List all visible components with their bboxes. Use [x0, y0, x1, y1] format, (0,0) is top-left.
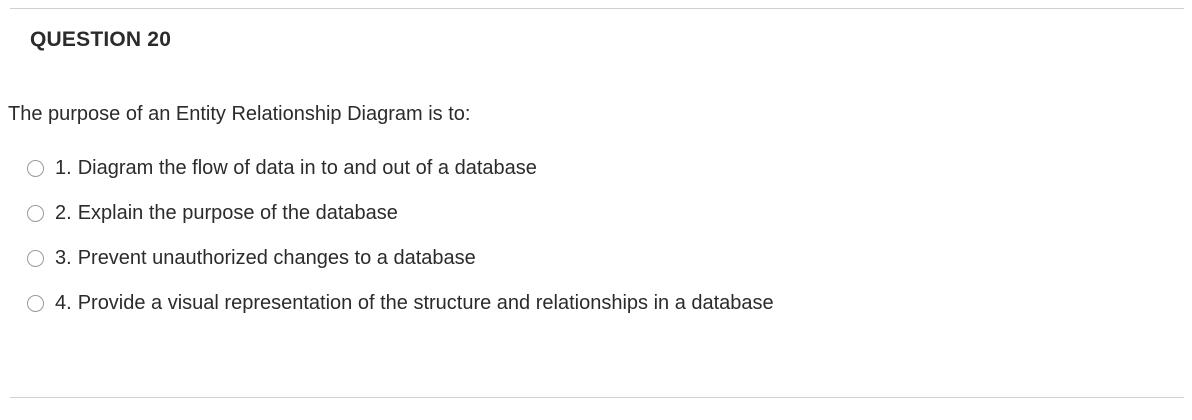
answer-choice-1[interactable]: 1. Diagram the flow of data in to and ou…	[8, 146, 1168, 191]
choice-number-2: 2.	[55, 202, 72, 224]
answer-choice-2[interactable]: 2. Explain the purpose of the database	[8, 191, 1168, 236]
question-title: QUESTION 20	[30, 28, 172, 51]
answer-choice-3[interactable]: 3. Prevent unauthorized changes to a dat…	[8, 236, 1168, 281]
choice-label-3: Prevent unauthorized changes to a databa…	[77, 247, 476, 269]
answer-choice-list: 1. Diagram the flow of data in to and ou…	[8, 146, 1168, 326]
bottom-divider	[10, 397, 1184, 398]
choice-label-2: Explain the purpose of the database	[77, 202, 398, 224]
choice-number-4: 4.	[55, 292, 72, 314]
radio-button-icon-2[interactable]	[27, 205, 44, 222]
question-prompt: The purpose of an Entity Relationship Di…	[8, 103, 471, 125]
choice-label-4: Provide a visual representation of the s…	[77, 292, 774, 314]
radio-button-icon-3[interactable]	[27, 250, 44, 267]
radio-button-icon-1[interactable]	[27, 160, 44, 177]
answer-choice-4[interactable]: 4. Provide a visual representation of th…	[8, 281, 1168, 326]
choice-number-1: 1.	[55, 157, 72, 179]
choice-label-1: Diagram the flow of data in to and out o…	[77, 157, 537, 179]
radio-button-icon-4[interactable]	[27, 295, 44, 312]
top-divider	[10, 8, 1184, 9]
choice-number-3: 3.	[55, 247, 72, 269]
